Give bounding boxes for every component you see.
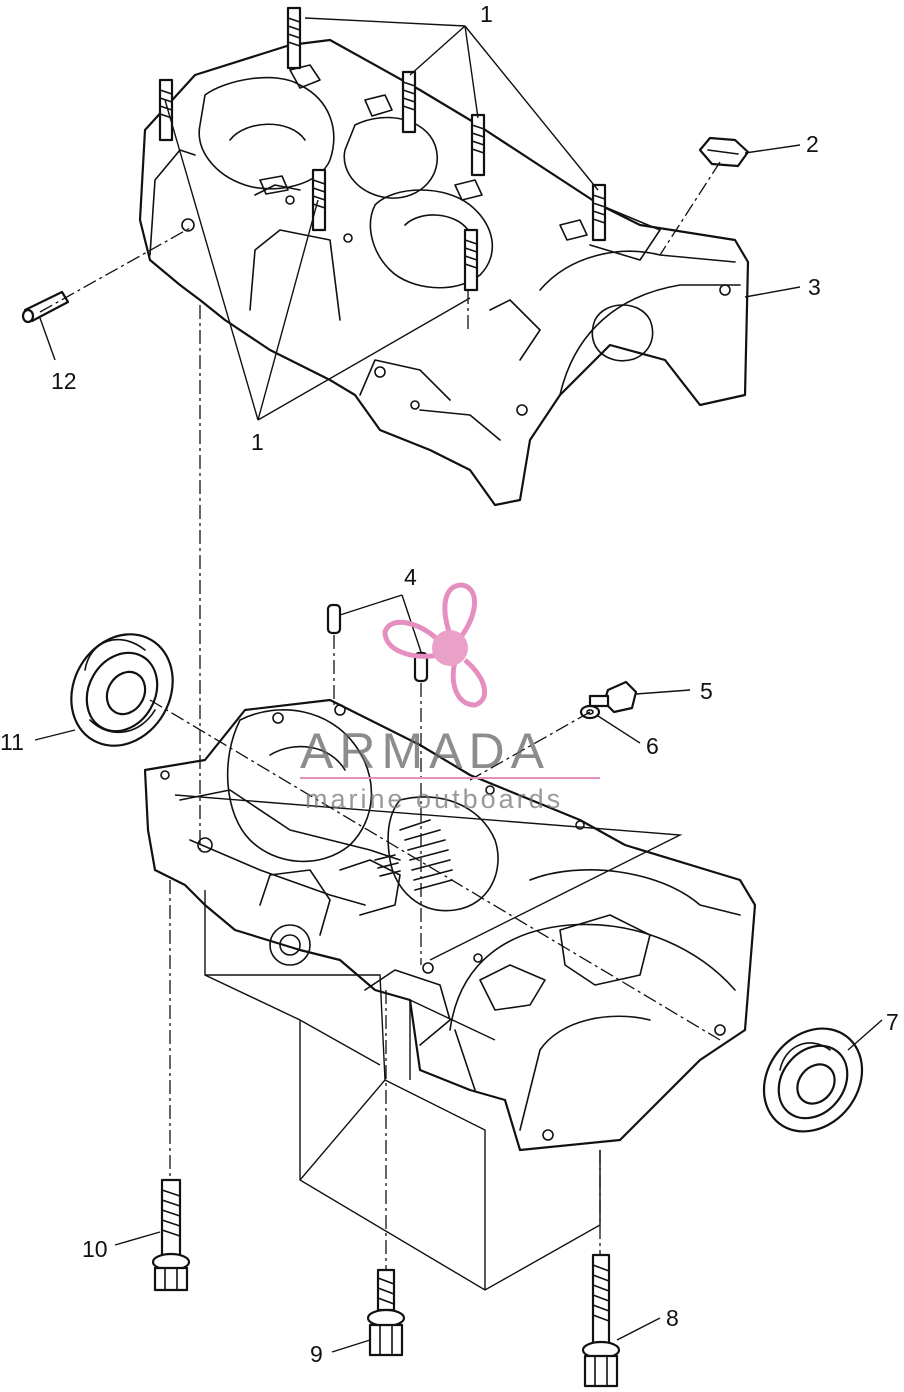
callout-leaders — [34, 17, 883, 1353]
part-9-bolt — [366, 1268, 406, 1357]
callout-6: 6 — [646, 733, 659, 759]
propeller-icon — [382, 582, 488, 708]
watermark-tagline: marine outboards — [305, 784, 563, 814]
callout-labels: 1 1 2 3 4 5 6 7 8 9 10 11 12 — [0, 1, 899, 1367]
callout-3: 3 — [808, 274, 821, 300]
callout-7: 7 — [886, 1009, 899, 1035]
part-2-grommet — [698, 136, 750, 168]
callout-8: 8 — [666, 1305, 679, 1331]
part-11-seal — [70, 633, 174, 747]
part-10-bolt — [151, 1178, 191, 1292]
part-5-plug — [588, 680, 638, 714]
part-4-dowels — [326, 603, 429, 683]
part-12-pin — [21, 290, 70, 324]
part-8-bolt — [581, 1253, 621, 1388]
upper-studs — [158, 6, 607, 292]
callout-1-bottom: 1 — [251, 429, 264, 455]
callout-12: 12 — [51, 368, 77, 394]
callout-10: 10 — [82, 1236, 108, 1262]
part-7-seal — [762, 1027, 864, 1133]
callout-11: 11 — [0, 729, 24, 755]
lower-crankcase — [143, 698, 757, 1152]
armada-watermark: ARMADA marine outboards — [300, 582, 600, 814]
upper-crankcase — [138, 6, 750, 507]
callout-1-top: 1 — [480, 1, 493, 27]
callout-2: 2 — [806, 131, 819, 157]
callout-5: 5 — [700, 678, 713, 704]
callout-4: 4 — [404, 564, 417, 590]
callout-9: 9 — [310, 1341, 323, 1367]
assembly-lines — [39, 161, 721, 1291]
watermark-brand: ARMADA — [300, 723, 550, 779]
